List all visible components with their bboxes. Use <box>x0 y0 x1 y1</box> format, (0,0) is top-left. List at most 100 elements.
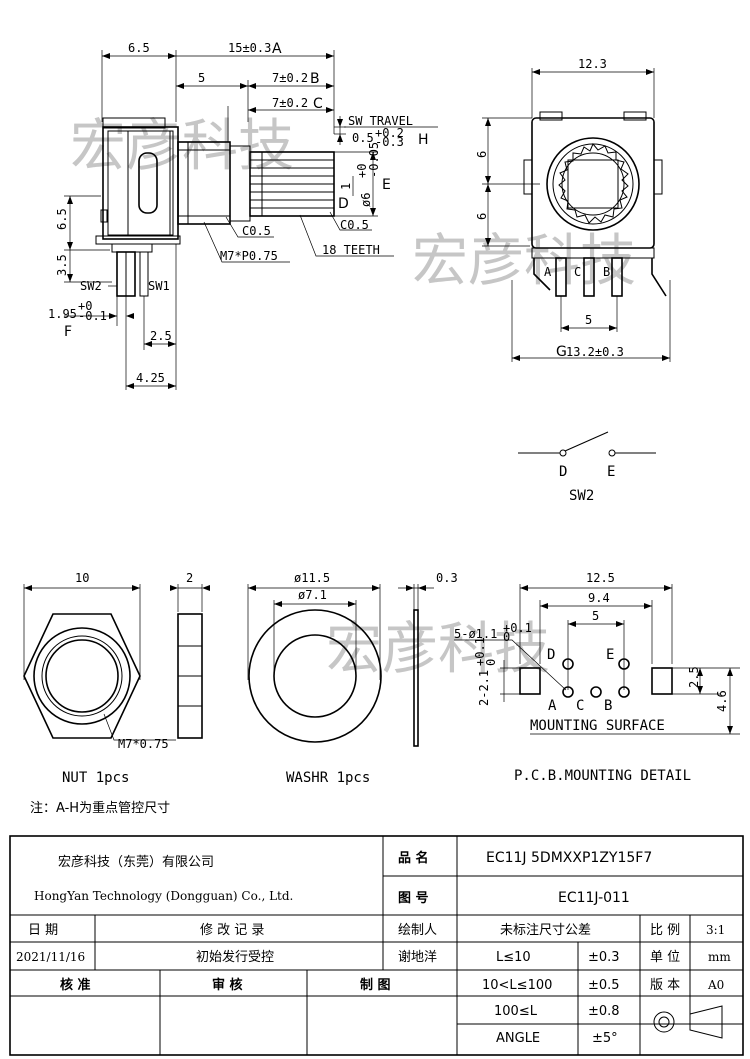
pcb-dim-5: 5 <box>592 609 599 623</box>
dim-label-h: H <box>418 132 429 148</box>
dim-label-g: G <box>556 344 567 360</box>
dim-5: 5 <box>198 71 205 85</box>
tol-value-4: ±5° <box>592 1031 618 1046</box>
version-label: 版 本 <box>650 978 680 993</box>
pcb-slot: 2-2.1 <box>477 670 491 706</box>
revision-label: 修 改 记 录 <box>200 923 264 938</box>
projection-symbol-icon <box>653 1005 723 1039</box>
tol-range-3: 100≤L <box>494 1004 538 1019</box>
switch-pin-e: E <box>607 464 615 480</box>
dim-label-e: E <box>382 177 391 193</box>
pcb-holes: 5-ø1.1 <box>454 627 497 641</box>
dim-6-5-top: 6.5 <box>128 41 150 55</box>
dim-label-f: F <box>64 324 72 340</box>
sw-travel-plus: +0.2 <box>375 126 404 140</box>
pcb-pin-d: D <box>547 647 555 663</box>
key-dimension-note: 注：A-H为重点管控尺寸 <box>30 800 170 816</box>
version-value: A0 <box>707 978 724 992</box>
nut-thread: M7*0.75 <box>118 737 169 751</box>
dim-6-a: 6 <box>475 151 489 158</box>
approve-label: 核 准 <box>60 977 91 993</box>
company-name-cn: 宏彦科技（东莞）有限公司 <box>58 854 214 870</box>
watermark-2: 宏彦科技 <box>412 229 636 294</box>
sw-travel-value: 0.5 <box>352 131 374 145</box>
revision-record: 初始发行受控 <box>196 949 274 965</box>
tolerance-title: 未标注尺寸公差 <box>500 923 591 938</box>
dim-13-2: 13.2±0.3 <box>566 345 624 359</box>
washer-outer-dia: ø11.5 <box>294 571 330 585</box>
pin-c-label: C <box>574 265 581 279</box>
unit-label: 单 位 <box>650 950 680 965</box>
pcb-mounting-surface: MOUNTING SURFACE <box>530 718 665 734</box>
pin-a-label: A <box>544 265 552 279</box>
dim-label-b: B <box>310 71 320 87</box>
nut-drawing: 10 M7*0.75 2 NUT 1pcs <box>23 571 210 786</box>
dim-15: 15±0.3 <box>228 41 271 55</box>
review-label: 审 核 <box>212 977 243 993</box>
pcb-holes-minus: 0 <box>503 630 510 644</box>
sw-travel-label: SW TRAVEL <box>348 114 413 128</box>
date-label: 日 期 <box>28 923 58 938</box>
pcb-pin-c: C <box>576 698 584 714</box>
dim-6-5-left: 6.5 <box>55 208 69 230</box>
pcb-dim-12-5: 12.5 <box>586 571 615 585</box>
dim-12-3: 12.3 <box>578 57 607 71</box>
dim-1-95: 1.95 <box>48 307 77 321</box>
pcb-holes-plus: +0.1 <box>503 621 532 635</box>
dim-label-c: C <box>313 96 323 112</box>
thread-m7: M7*P0.75 <box>220 249 278 263</box>
dim-label-d: D <box>338 196 349 212</box>
dim-1-95-plus: +0 <box>78 299 92 313</box>
watermark-3: 宏彦科技 <box>326 617 550 682</box>
dim-dia-6: ø6 <box>359 193 373 207</box>
unit-value: mm <box>708 950 731 964</box>
tol-range-4: ANGLE <box>496 1031 540 1046</box>
dim-7-c: 7±0.2 <box>272 96 308 110</box>
nut-caption: NUT 1pcs <box>62 770 129 786</box>
pcb-dim-2-5: 2.5 <box>687 666 701 688</box>
washer-inner-dia: ø7.1 <box>298 588 327 602</box>
pcb-caption: P.C.B.MOUNTING DETAIL <box>514 768 691 784</box>
chamfer-c05-b: C0.5 <box>340 218 369 232</box>
dim-pitch-5: 5 <box>585 313 592 327</box>
dim-dia-6-plus: +0 <box>355 164 369 178</box>
title-block: 宏彦科技（东莞）有限公司 HongYan Technology (Donggua… <box>9 835 744 1056</box>
tol-value-2: ±0.5 <box>588 978 620 993</box>
pcb-slot-minus: 0 <box>484 659 498 666</box>
tol-value-3: ±0.8 <box>588 1004 620 1019</box>
sw-travel-minus: -0.3 <box>375 135 404 149</box>
scale-label: 比 例 <box>650 923 680 938</box>
switch-sw1-label: SW1 <box>148 279 170 293</box>
teeth-count: 18 TEETH <box>322 243 380 257</box>
switch-symbol: D E SW2 <box>518 431 656 504</box>
part-name-label: 品 名 <box>398 850 429 866</box>
washer-drawing: ø11.5 ø7.1 0.3 WASHR 1pcs <box>247 571 458 786</box>
pcb-detail: 12.5 9.4 5 5-ø1.1 +0.1 0 2-2.1 +0.1 0 D <box>454 571 740 784</box>
chamfer-c05-a: C0.5 <box>242 224 271 238</box>
part-name: EC11J 5DMXXP1ZY15F7 <box>486 850 652 866</box>
pcb-slot-plus: +0.1 <box>473 637 487 666</box>
tol-value-1: ±0.3 <box>588 950 620 965</box>
company-name-en: HongYan Technology (Dongguan) Co., Ltd. <box>34 889 293 903</box>
dim-3-5: 3.5 <box>55 254 69 276</box>
draw-label: 制 图 <box>360 977 391 993</box>
tol-range-1: L≤10 <box>496 950 531 965</box>
pcb-pin-b: B <box>604 698 612 714</box>
dim-1: 1 <box>339 183 353 190</box>
dim-4-25: 4.25 <box>136 371 165 385</box>
washer-thickness: 0.3 <box>436 571 458 585</box>
pcb-dim-9-4: 9.4 <box>588 591 610 605</box>
drafter-label: 绘制人 <box>398 923 437 938</box>
drafter-name: 谢地洋 <box>398 949 437 965</box>
dim-label-a: A <box>272 41 282 57</box>
dim-6-b: 6 <box>475 213 489 220</box>
nut-thickness: 2 <box>186 571 193 585</box>
dim-7-b: 7±0.2 <box>272 71 308 85</box>
switch-label: SW2 <box>569 488 594 504</box>
front-view: 12.3 6 6 A C B <box>475 57 671 362</box>
dim-2-5: 2.5 <box>150 329 172 343</box>
nut-width: 10 <box>75 571 89 585</box>
switch-pin-d: D <box>559 464 567 480</box>
pcb-dim-4-6: 4.6 <box>715 690 729 712</box>
